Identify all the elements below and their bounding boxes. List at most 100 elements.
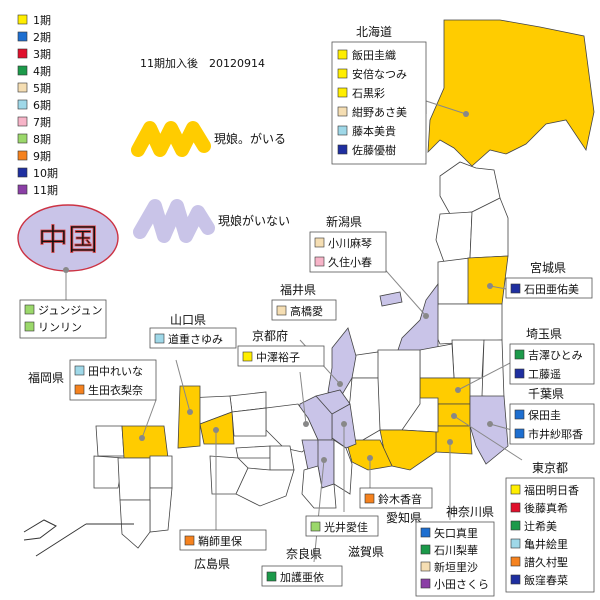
pref-label-miyagi: 宮城県 (530, 260, 566, 275)
kyoto-leader (299, 371, 307, 425)
member-swatch (337, 68, 348, 79)
legend-label-3: 3期 (33, 48, 51, 61)
pref-label-hiroshima: 広島県 (194, 556, 230, 571)
member-name: 佐藤優樹 (352, 143, 396, 157)
legend-swatch-3 (17, 48, 28, 59)
member-name: 飯窪春菜 (524, 573, 568, 587)
member-name: 保田圭 (528, 408, 561, 422)
member-name: 光井愛佳 (324, 520, 368, 534)
member-swatch (314, 237, 325, 248)
pref-yamagata (437, 257, 471, 305)
pref-label-shiga: 滋賀県 (348, 545, 384, 559)
member-name: 安倍なつみ (352, 67, 407, 81)
callout-shiga: 光井愛佳 滋賀県 (305, 515, 384, 559)
member-swatch (314, 256, 325, 267)
member-name: 中澤裕子 (256, 351, 300, 364)
china-label: 中国 (38, 223, 98, 258)
pref-label-yamaguchi: 山口県 (170, 313, 206, 327)
callout-miyagi: 宮城県 石田亜佑美 (505, 260, 593, 299)
member-name: 生田衣梨奈 (88, 383, 143, 397)
legend-label-11: 11期 (33, 184, 58, 197)
china-member: ジュンジュン (38, 304, 102, 317)
callout-box (359, 487, 433, 509)
callout-yamaguchi: 山口県 道重さゆみ (149, 313, 237, 349)
china-box (19, 299, 107, 339)
member-swatch (337, 125, 348, 136)
member-name: 吉澤ひとみ (528, 349, 583, 362)
callout-box (305, 515, 379, 537)
member-swatch (420, 527, 431, 538)
callout-hokkaido: 北海道 飯田圭織 安倍なつみ 石黒彩 紺野あさ美 藤本美貴 佐藤優樹 (331, 24, 427, 165)
member-name: 高橋愛 (290, 304, 323, 318)
member-name: 小川麻琴 (328, 236, 372, 250)
pref-miyagi (467, 255, 509, 305)
member-name: 鈴木香音 (378, 492, 422, 506)
member-swatch (266, 571, 277, 582)
china-member-swatch (24, 321, 35, 332)
key-non-resident: 現娘がいない (133, 199, 290, 243)
pref-gunma (419, 343, 455, 379)
callout-kyoto: 京都府 中澤裕子 (237, 328, 325, 367)
fukuoka-leader (141, 399, 157, 439)
pref-saga (95, 425, 125, 457)
shiga-dot (341, 421, 347, 427)
member-name: 藤本美貴 (352, 124, 396, 138)
pref-tokushima (269, 445, 295, 471)
member-swatch (510, 502, 521, 513)
callout-box (505, 277, 593, 299)
member-name: 福田明日香 (524, 483, 579, 497)
member-swatch (514, 428, 525, 439)
legend-swatch-4 (17, 65, 28, 76)
member-name: 石田亜佑美 (524, 282, 579, 296)
key-resident-text: 現娘。がいる (214, 131, 286, 146)
pref-label-niigata: 新潟県 (326, 214, 362, 229)
pref-label-fukuoka: 福岡県 (28, 370, 64, 385)
china-member-swatch (24, 304, 35, 315)
legend-label-4: 4期 (33, 65, 51, 78)
member-swatch (74, 384, 85, 395)
member-swatch (337, 144, 348, 155)
pref-nagasaki (93, 455, 125, 489)
pref-kagawa (235, 445, 271, 459)
nara-leader (313, 459, 325, 563)
legend-swatch-5 (17, 82, 28, 93)
member-swatch (510, 283, 521, 294)
legend-label-5: 5期 (33, 82, 51, 95)
pref-fukushima (431, 303, 503, 345)
fukuoka-dot (139, 435, 145, 441)
legend-swatch-7 (17, 116, 28, 127)
callout-fukuoka: 福岡県 田中れいな 生田衣梨奈 (28, 359, 157, 401)
member-swatch (337, 106, 348, 117)
legend-swatch-8 (17, 133, 28, 144)
member-swatch (364, 493, 375, 504)
map-shapes (23, 19, 595, 557)
pref-label-chiba: 千葉県 (528, 387, 564, 401)
member-swatch (514, 349, 525, 360)
okinawa-shape (23, 519, 57, 541)
pref-aichi (345, 439, 393, 471)
member-swatch (514, 368, 525, 379)
callout-hiroshima: 鞘師里保 広島県 (179, 529, 267, 571)
legend-swatch-1 (17, 14, 28, 25)
member-name: 新垣里沙 (434, 560, 478, 574)
legend-label-6: 6期 (33, 99, 51, 112)
member-name: 市井紗耶香 (528, 427, 583, 441)
member-swatch (154, 333, 165, 344)
pref-label-nara: 奈良県 (286, 546, 322, 561)
legend-swatch-11 (17, 184, 28, 195)
member-name: 飯田圭織 (352, 48, 396, 62)
member-name: 後藤真希 (524, 501, 568, 515)
pref-tochigi (451, 339, 485, 379)
hokkaido-dot (463, 111, 469, 117)
aichi-dot (367, 455, 373, 461)
member-name: 道重さゆみ (168, 332, 223, 346)
yamaguchi-leader (175, 359, 191, 413)
member-swatch (510, 538, 521, 549)
legend-swatch-2 (17, 31, 28, 42)
pref-label-kanagawa: 神奈川県 (446, 505, 494, 519)
member-swatch (184, 535, 195, 546)
saitama-dot (455, 387, 461, 393)
member-swatch (420, 578, 431, 589)
legend-swatch-10 (17, 167, 28, 178)
